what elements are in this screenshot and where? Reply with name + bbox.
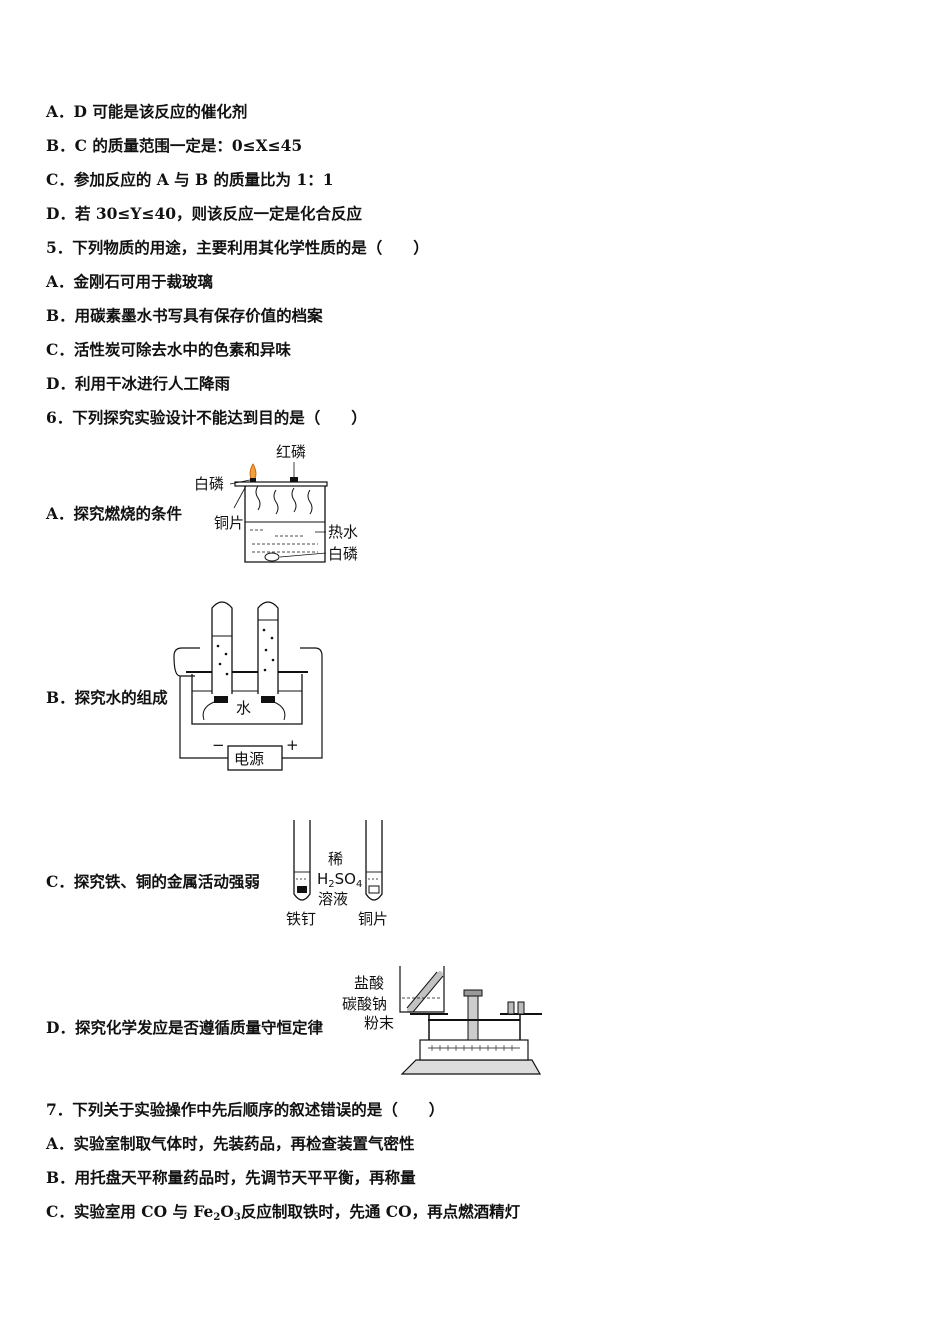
dilute-label: 稀 xyxy=(328,850,343,868)
white-phosphorus-top-label: 白磷 xyxy=(194,475,224,493)
combustion-apparatus-figure: 红磷 白磷 铜片 热水 白磷 xyxy=(190,440,370,570)
q4-option-c[interactable]: C．参加反应的 A 与 B 的质量比为 1：1 xyxy=(46,170,334,189)
iron-nail-label: 铁钉 xyxy=(286,910,316,928)
hot-water-label: 热水 xyxy=(328,523,358,541)
q6-option-d[interactable]: D．探究化学发应是否遵循质量守恒定律 xyxy=(46,1018,323,1037)
q7-option-a[interactable]: A．实验室制取气体时，先装药品，再检查装置气密性 xyxy=(46,1134,415,1153)
q7-option-c-prefix: C．实验室用 CO 与 Fe xyxy=(46,1202,214,1221)
powder-label: 粉末 xyxy=(364,1014,394,1032)
sulfuric-acid-label: H2SO4 xyxy=(317,870,362,890)
mass-conservation-balance-figure: 盐酸 碳酸钠 粉末 xyxy=(340,962,545,1082)
sulfuric-acid-sub-4: 4 xyxy=(356,879,362,890)
q5-option-d[interactable]: D．利用干冰进行人工降雨 xyxy=(46,374,230,393)
q6-option-c[interactable]: C．探究铁、铜的金属活动强弱 xyxy=(46,872,260,891)
q4-option-b[interactable]: B．C 的质量范围一定是：0≤X≤45 xyxy=(46,136,303,155)
water-electrolysis-figure: 水 电源 − + xyxy=(170,596,330,776)
red-phosphorus-label: 红磷 xyxy=(276,443,306,461)
power-supply-label: 电源 xyxy=(234,750,264,768)
q7-option-c-sub-3: 3 xyxy=(233,1212,241,1223)
sulfuric-acid-so: SO xyxy=(335,870,356,888)
q6-stem: 6．下列探究实验设计不能达到目的是（ ） xyxy=(46,408,367,427)
q7-option-c-oxygen: O xyxy=(220,1202,234,1221)
positive-terminal-label: + xyxy=(286,736,299,754)
copper-piece-label: 铜片 xyxy=(358,910,388,928)
q7-option-c-suffix: 反应制取铁时，先通 CO，再点燃酒精灯 xyxy=(240,1202,521,1221)
q7-option-c[interactable]: C．实验室用 CO 与 Fe2O3反应制取铁时，先通 CO，再点燃酒精灯 xyxy=(46,1202,520,1228)
white-phosphorus-bottom-label: 白磷 xyxy=(328,545,358,563)
negative-terminal-label: − xyxy=(212,736,225,754)
hydrochloric-acid-label: 盐酸 xyxy=(354,974,384,992)
water-label: 水 xyxy=(236,699,251,717)
q7-option-c-sub-2: 2 xyxy=(213,1212,221,1223)
metal-activity-figure: 稀 H2SO4 溶液 铁钉 铜片 xyxy=(282,816,402,932)
copper-plate-label: 铜片 xyxy=(214,514,244,532)
q5-option-a[interactable]: A．金刚石可用于裁玻璃 xyxy=(46,272,214,291)
q5-stem: 5．下列物质的用途，主要利用其化学性质的是（ ） xyxy=(46,238,429,257)
sodium-carbonate-label: 碳酸钠 xyxy=(342,995,387,1013)
q5-option-c[interactable]: C．活性炭可除去水中的色素和异味 xyxy=(46,340,291,359)
q6-option-a[interactable]: A．探究燃烧的条件 xyxy=(46,504,183,523)
q7-stem: 7．下列关于实验操作中先后顺序的叙述错误的是（ ） xyxy=(46,1100,445,1119)
q4-option-d[interactable]: D．若 30≤Y≤40，则该反应一定是化合反应 xyxy=(46,204,363,223)
solution-label: 溶液 xyxy=(318,890,348,908)
q5-option-b[interactable]: B．用碳素墨水书写具有保存价值的档案 xyxy=(46,306,323,325)
q6-option-b[interactable]: B．探究水的组成 xyxy=(46,688,168,707)
sulfuric-acid-h: H xyxy=(317,870,328,888)
q7-option-b[interactable]: B．用托盘天平称量药品时，先调节天平平衡，再称量 xyxy=(46,1168,416,1187)
sulfuric-acid-sub-2: 2 xyxy=(328,879,334,890)
q4-option-a[interactable]: A．D 可能是该反应的催化剂 xyxy=(46,102,248,121)
